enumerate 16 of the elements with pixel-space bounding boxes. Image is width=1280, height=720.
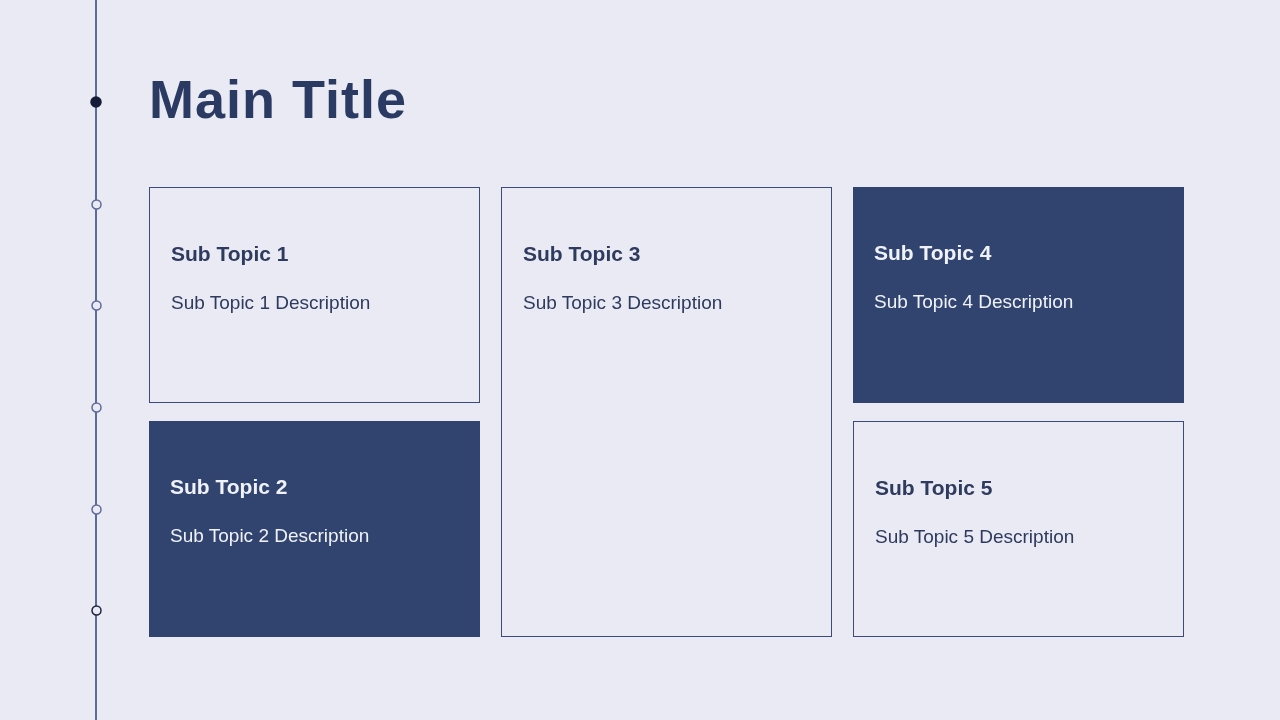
- topic-card: [149, 187, 480, 403]
- topic-description: Sub Topic 4 Description: [874, 290, 1074, 314]
- topic-heading: Sub Topic 3: [523, 241, 641, 267]
- topic-description: Sub Topic 2 Description: [170, 524, 370, 548]
- topic-card: [501, 187, 832, 637]
- topic-card: [853, 421, 1184, 637]
- topic-heading: Sub Topic 1: [171, 241, 289, 267]
- topic-description: Sub Topic 1 Description: [171, 291, 371, 315]
- topic-heading: Sub Topic 5: [875, 475, 993, 501]
- topic-heading: Sub Topic 4: [874, 240, 992, 266]
- topic-description: Sub Topic 5 Description: [875, 525, 1075, 549]
- topic-card: [853, 187, 1184, 403]
- slide-title: Main Title: [149, 68, 408, 131]
- topic-card: [149, 421, 480, 637]
- topic-description: Sub Topic 3 Description: [523, 291, 723, 315]
- topic-heading: Sub Topic 2: [170, 474, 288, 500]
